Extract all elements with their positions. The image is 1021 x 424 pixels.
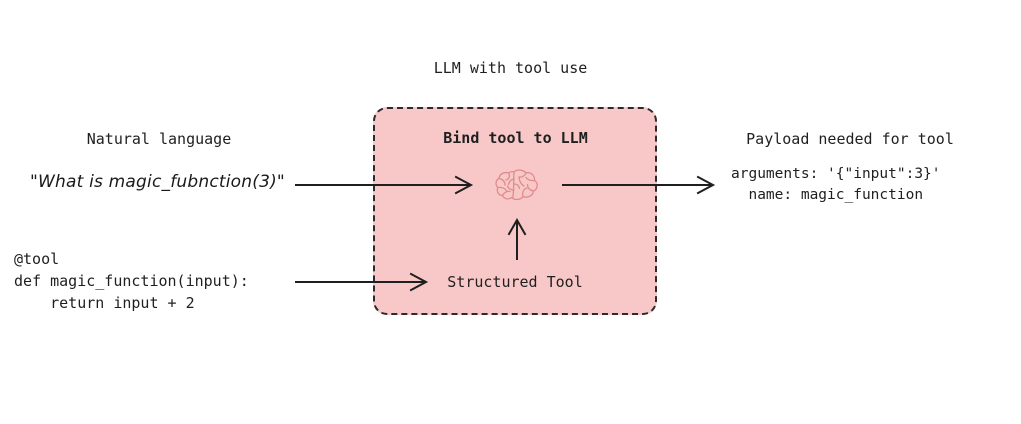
- tool-code: @tool def magic_function(input): return …: [14, 250, 249, 312]
- structured-tool-label: Structured Tool: [447, 273, 583, 291]
- brain-icon: [492, 165, 542, 205]
- diagram-title: LLM with tool use: [433, 59, 588, 77]
- natural-language-query: "What is magic_fubnction(3)": [30, 172, 285, 192]
- natural-language-heading: Natural language: [86, 130, 232, 148]
- panel-heading: Bind tool to LLM: [443, 129, 588, 147]
- payload-block: arguments: '{"input":3}' name: magic_fun…: [731, 166, 941, 204]
- payload-heading: Payload needed for tool: [746, 130, 954, 148]
